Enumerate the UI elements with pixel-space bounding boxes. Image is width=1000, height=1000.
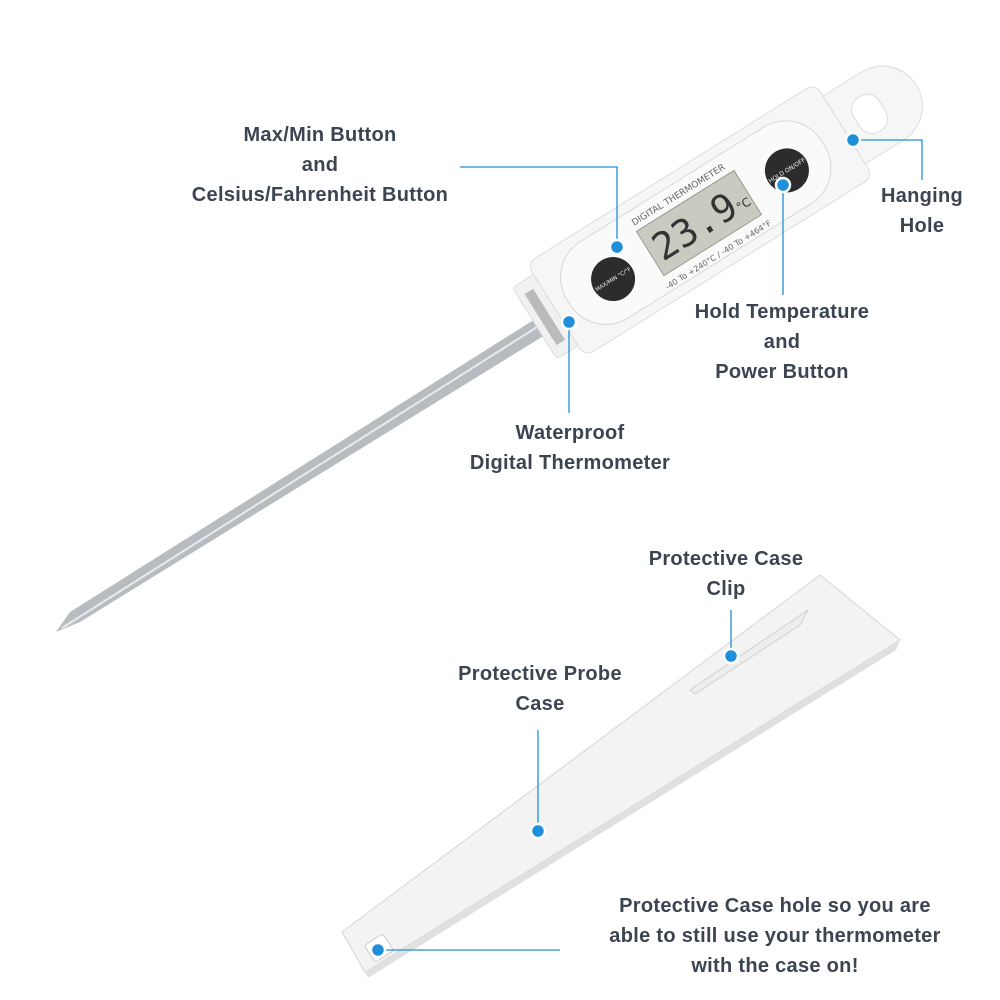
label-line: Celsius/Fahrenheit Button [191, 184, 449, 206]
label-line: with the case on! [691, 955, 859, 977]
callout-dot-waterproof [560, 313, 578, 331]
callout-dot-case-hole [369, 941, 387, 959]
label-case-clip: Protective Case Clip [626, 544, 826, 604]
callout-lines [378, 139, 923, 951]
label-line: able to still use your thermometer [609, 925, 941, 947]
label-line: Max/Min Button [243, 124, 397, 146]
callout-dot-probe-case [529, 822, 547, 840]
label-line: Protective Probe [458, 663, 622, 685]
label-line: Hanging [880, 185, 964, 207]
probe [56, 316, 550, 632]
callout-dot-case-clip [722, 647, 740, 665]
label-line: Hold Temperature [694, 301, 870, 323]
label-waterproof: Waterproof Digital Thermometer [450, 418, 690, 478]
label-hanging-hole: Hanging Hole [862, 181, 982, 241]
callout-dot-hanging-hole [844, 131, 862, 149]
label-probe-case: Protective Probe Case [440, 659, 640, 719]
callout-dot-hold [774, 176, 792, 194]
protective-case [341, 574, 901, 978]
label-line: Power Button [715, 361, 849, 383]
max-min-button[interactable] [583, 249, 644, 310]
label-line: Protective Case [648, 548, 804, 570]
label-line: and [763, 331, 801, 353]
callout-dot-max-min [608, 238, 626, 256]
label-line: Digital Thermometer [469, 452, 671, 474]
label-max-min: Max/Min Button and Celsius/Fahrenheit Bu… [170, 120, 470, 210]
label-line: Clip [706, 578, 746, 600]
label-line: and [301, 154, 339, 176]
label-case-hole: Protective Case hole so you are able to … [580, 891, 970, 981]
label-line: Case [515, 693, 565, 715]
lcd-unit: °C [734, 195, 754, 214]
label-line: Protective Case hole so you are [619, 895, 931, 917]
label-hold-power: Hold Temperature and Power Button [672, 297, 892, 387]
label-line: Waterproof [515, 422, 625, 444]
label-line: Hole [899, 215, 945, 237]
